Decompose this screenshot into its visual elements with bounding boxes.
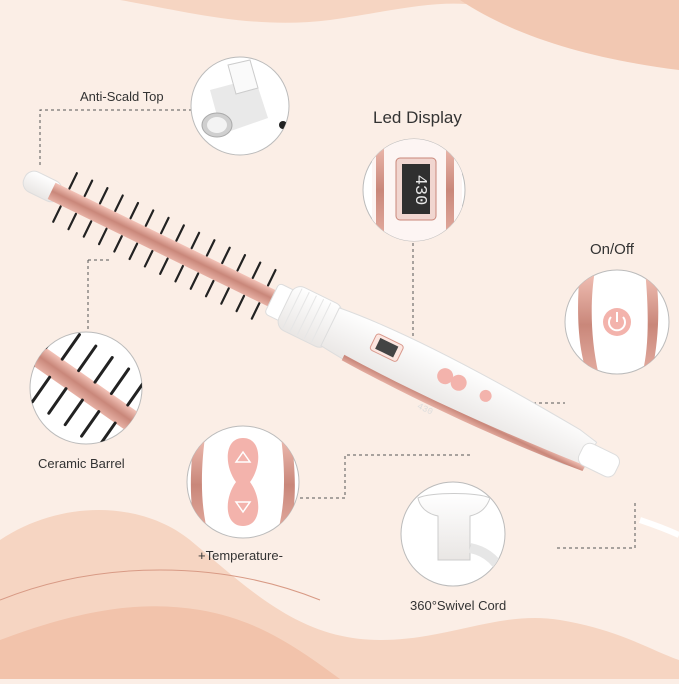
label-ceramic-barrel: Ceramic Barrel — [38, 456, 125, 471]
triangle-up-icon — [234, 450, 252, 463]
label-led-display: Led Display — [373, 108, 462, 127]
zoom-ceramic-barrel — [29, 331, 143, 445]
zoom-temperature-buttons — [186, 425, 300, 539]
power-icon — [608, 316, 626, 332]
label-swivel-cord: 360°Swivel Cord — [410, 598, 507, 613]
zoom-anti-scald-top — [190, 56, 290, 156]
zoom-led-display: 430 — [362, 138, 466, 242]
leader-lines — [39, 109, 636, 549]
label-anti-scald-top: Anti-Scald Top — [80, 89, 164, 104]
zoom-display-value: 430 — [410, 175, 429, 206]
label-temperature: +Temperature- — [198, 548, 283, 563]
label-on-off: On/Off — [590, 241, 634, 258]
zoom-on-off — [564, 269, 670, 375]
zoom-swivel-cord — [400, 481, 506, 587]
hair-styler: 430 — [22, 170, 679, 538]
triangle-down-icon — [234, 501, 252, 514]
